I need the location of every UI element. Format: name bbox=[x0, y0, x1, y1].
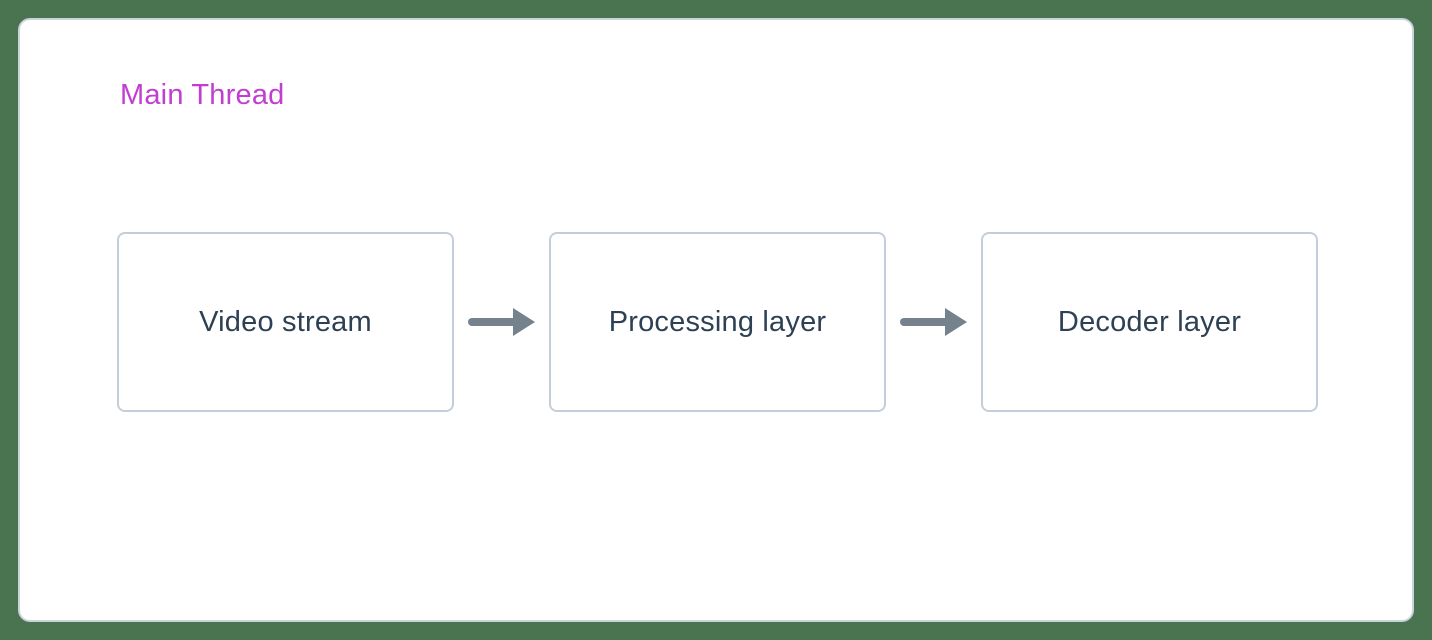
node-processing-layer-label: Processing layer bbox=[608, 305, 827, 338]
node-decoder-layer: Decoder layer bbox=[981, 232, 1318, 412]
edge-video-to-processing bbox=[454, 307, 549, 337]
edge-processing-to-decoder bbox=[886, 307, 981, 337]
lane-title: Main Thread bbox=[120, 79, 285, 111]
node-decoder-layer-label: Decoder layer bbox=[1057, 305, 1242, 338]
arrow-right-icon bbox=[467, 308, 535, 336]
node-video-stream-label: Video stream bbox=[199, 305, 372, 338]
flow-diagram: Video stream Processing layer Decoder la… bbox=[117, 232, 1318, 412]
arrow-right-icon bbox=[899, 308, 967, 336]
node-processing-layer: Processing layer bbox=[549, 232, 886, 412]
main-thread-panel: Main Thread Video stream Processing laye… bbox=[18, 18, 1414, 622]
node-video-stream: Video stream bbox=[117, 232, 454, 412]
